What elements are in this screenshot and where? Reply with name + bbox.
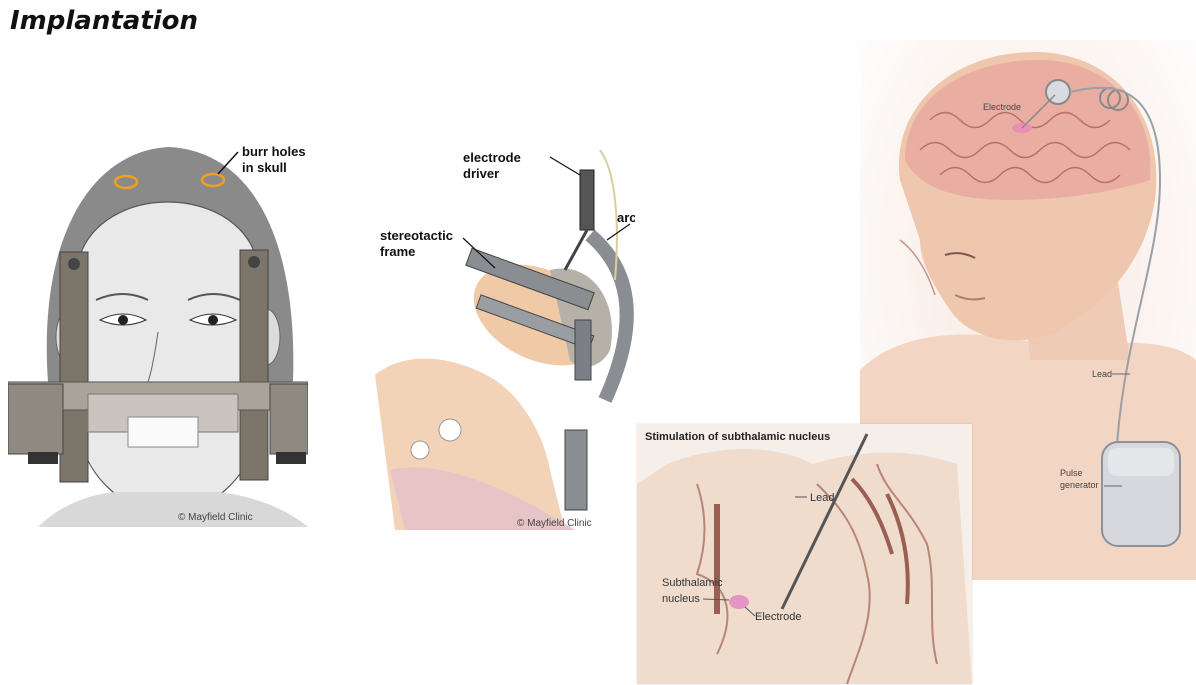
right-eye	[208, 315, 218, 325]
stn-subthalamic-label-2: nucleus	[662, 593, 700, 605]
stereotactic-frame-label-1: stereotactic	[380, 228, 453, 243]
face	[78, 202, 258, 514]
frame-credit: © Mayfield Clinic	[178, 512, 253, 523]
slide-title: Implantation	[10, 6, 198, 36]
stn-title: Stimulation of subthalamic nucleus	[645, 431, 830, 443]
head-frame-illustration: burr holes in skull © Mayfield Clinic	[8, 132, 308, 527]
burr-holes-label-1: burr holes	[242, 144, 306, 159]
arc-label: arc	[617, 210, 635, 225]
burr-holes-label-2: in skull	[242, 160, 287, 175]
patient-lead-label: Lead	[1092, 369, 1112, 379]
electrode-driver	[580, 170, 594, 230]
left-eye	[118, 315, 128, 325]
pulse-generator-label-2: generator	[1060, 480, 1099, 490]
patient-electrode-label: Electrode	[983, 102, 1021, 112]
stn-electrode-label: Electrode	[755, 611, 801, 623]
stereotactic-frame-illustration: electrode driver stereotactic frame arc …	[375, 140, 635, 530]
subthalamic-nucleus-illustration: Stimulation of subthalamic nucleus Lead …	[637, 424, 972, 684]
stn-subthalamic-label-1: Subthalamic	[662, 577, 723, 589]
pulse-generator-label-1: Pulse	[1060, 468, 1083, 478]
left-clamp	[8, 384, 63, 454]
stn-nucleus	[729, 595, 749, 609]
left-post	[60, 252, 88, 482]
electrode-driver-label-1: electrode	[463, 150, 521, 165]
stn-lead-label: Lead	[810, 492, 834, 504]
stereotactic-frame-label-2: frame	[380, 244, 415, 259]
brain-tissue	[637, 449, 972, 684]
electrode-driver-label-2: driver	[463, 166, 499, 181]
stereo-credit: © Mayfield Clinic	[517, 518, 592, 529]
right-post	[240, 250, 268, 480]
right-clamp	[270, 384, 308, 454]
